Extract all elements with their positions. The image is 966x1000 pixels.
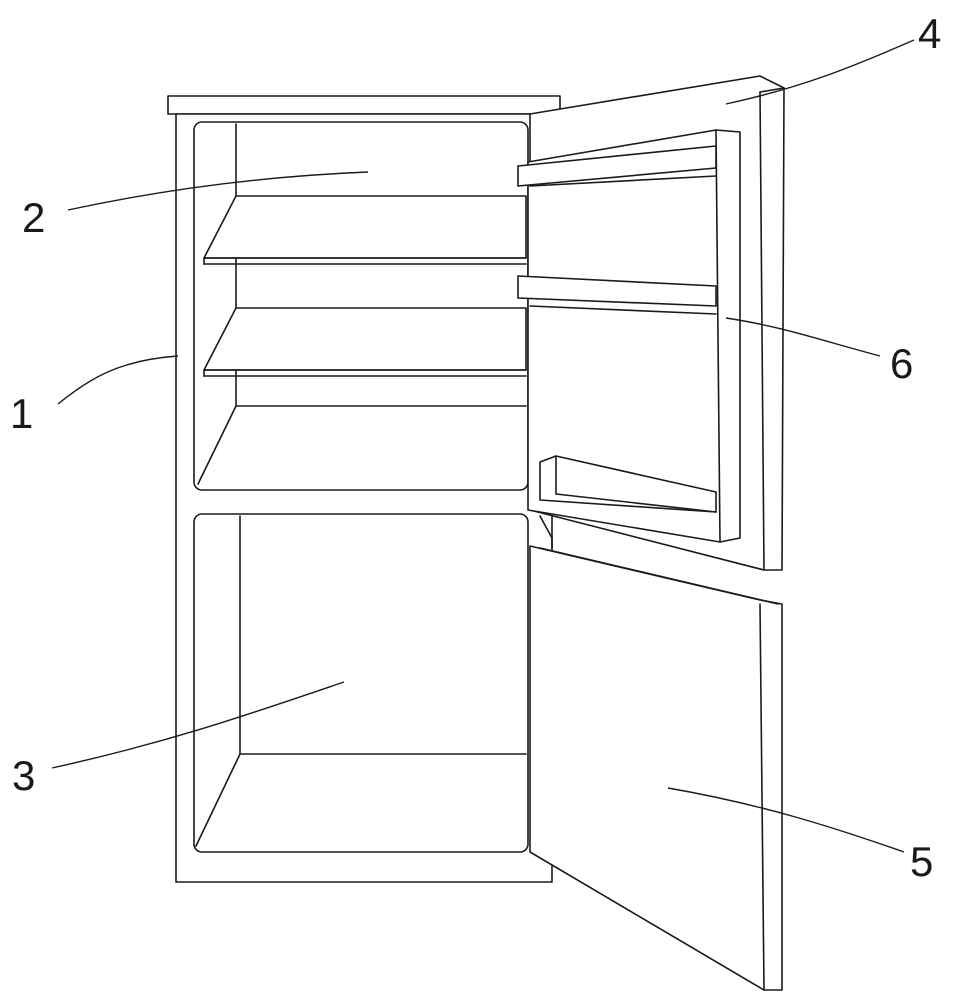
freezer-compartment-frame <box>193 513 529 853</box>
lower-door-panel <box>529 545 783 991</box>
freezer-compartment <box>193 513 529 853</box>
door-shelf-top-underside <box>529 175 717 187</box>
label-door-shelf: 6 <box>890 340 913 387</box>
upper-door-top-edge <box>759 87 785 93</box>
lower-door-thickness-edge <box>759 603 765 991</box>
label-upper-door: 4 <box>918 10 941 57</box>
upper-door-thickness-edge <box>759 91 765 571</box>
freezer-floor-diagonal <box>195 753 241 847</box>
upper-door-liner-edge <box>715 129 721 543</box>
leader-line-3 <box>51 681 345 769</box>
door-shelf-middle <box>517 275 717 307</box>
upper-door <box>517 75 785 571</box>
lower-door-top-edge <box>539 547 779 605</box>
leader-lines <box>51 39 915 853</box>
lower-door <box>529 545 783 991</box>
fridge-compartment <box>193 121 529 491</box>
part-labels: 1 2 3 4 5 6 <box>10 10 941 885</box>
leader-line-6 <box>725 317 881 357</box>
upper-door-hinge-gap <box>539 515 553 539</box>
leader-line-5 <box>667 787 905 853</box>
label-fridge-compartment: 2 <box>22 194 45 241</box>
door-shelf-top <box>517 145 717 187</box>
fridge-shelf-lower <box>203 307 527 371</box>
label-lower-door: 5 <box>910 838 933 885</box>
label-freezer-compartment: 3 <box>12 752 35 799</box>
door-shelf-middle-underside <box>529 305 717 315</box>
door-bin-lip <box>555 493 717 513</box>
top-cap <box>167 95 561 115</box>
fridge-shelf-upper <box>203 195 527 259</box>
label-body: 1 <box>10 390 33 437</box>
leader-line-2 <box>67 171 369 211</box>
fridge-floor-diagonal <box>197 405 237 485</box>
leader-line-4 <box>725 39 915 105</box>
leader-line-1 <box>57 355 179 405</box>
door-bin-bottom <box>539 455 717 513</box>
